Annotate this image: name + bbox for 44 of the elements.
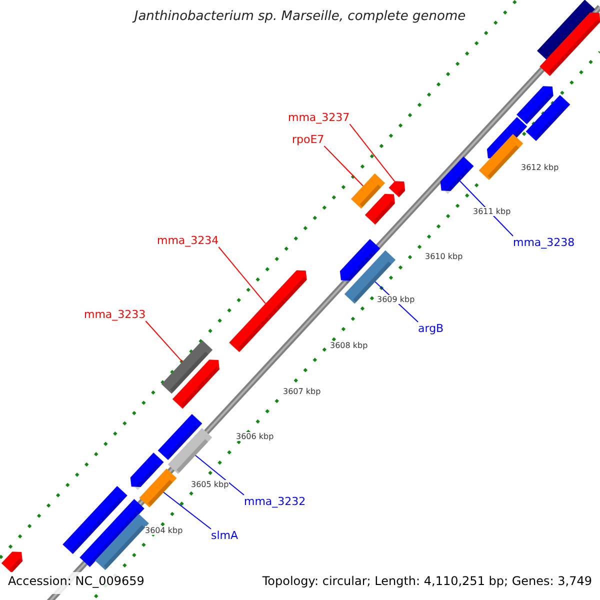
scale-label: 3604 kbp: [145, 526, 183, 535]
gene-label: mma_3237: [288, 111, 350, 124]
gene-feature: [340, 238, 380, 284]
gene-feature: [168, 428, 212, 474]
gene-feature: [440, 156, 474, 194]
gene-label: slmA: [211, 529, 238, 542]
gene-feature: [229, 270, 307, 352]
gene-feature: [158, 414, 202, 460]
gene-label: mma_3238: [513, 236, 575, 249]
scale-label: 3607 kbp: [283, 387, 321, 396]
scale-label: 3610 kbp: [425, 252, 463, 261]
gene-feature: [388, 181, 406, 198]
gene-feature: [364, 194, 395, 225]
scale-label: 3605 kbp: [191, 480, 229, 489]
gene-label: mma_3232: [244, 495, 306, 508]
leader-line: [194, 454, 244, 496]
gene-feature: [62, 486, 128, 554]
gene-label: argB: [418, 322, 444, 335]
leader-line: [163, 492, 212, 530]
leader-line: [324, 146, 364, 186]
gene-feature: [172, 360, 220, 409]
gene-feature: [344, 250, 396, 304]
scale-label: 3606 kbp: [236, 432, 274, 441]
gene-feature: [526, 94, 570, 142]
gene-label: mma_3233: [84, 308, 146, 321]
scale-label: 3609 kbp: [377, 295, 415, 304]
gene-feature: [161, 340, 213, 394]
gene-label: mma_3234: [157, 234, 219, 247]
leader-line: [218, 246, 266, 304]
gene-feature: [350, 173, 386, 209]
gene-feature: [478, 134, 524, 180]
gene-feature: [516, 86, 554, 124]
gene-feature: [139, 468, 177, 508]
scale-label: 3608 kbp: [330, 341, 368, 350]
leader-line: [349, 124, 396, 182]
scale-label: 3611 kbp: [473, 207, 511, 216]
leader-line: [145, 320, 183, 362]
diagram-title: Janthinobacterium sp. Marseille, complete genome: [131, 9, 467, 24]
gene-label: rpoE7: [292, 133, 324, 146]
scale-label: 3612 kbp: [521, 163, 559, 172]
gene-feature: [1, 552, 23, 573]
gene-feature: [80, 498, 144, 568]
gene-feature: [540, 12, 600, 76]
gene-feature: [130, 452, 164, 490]
